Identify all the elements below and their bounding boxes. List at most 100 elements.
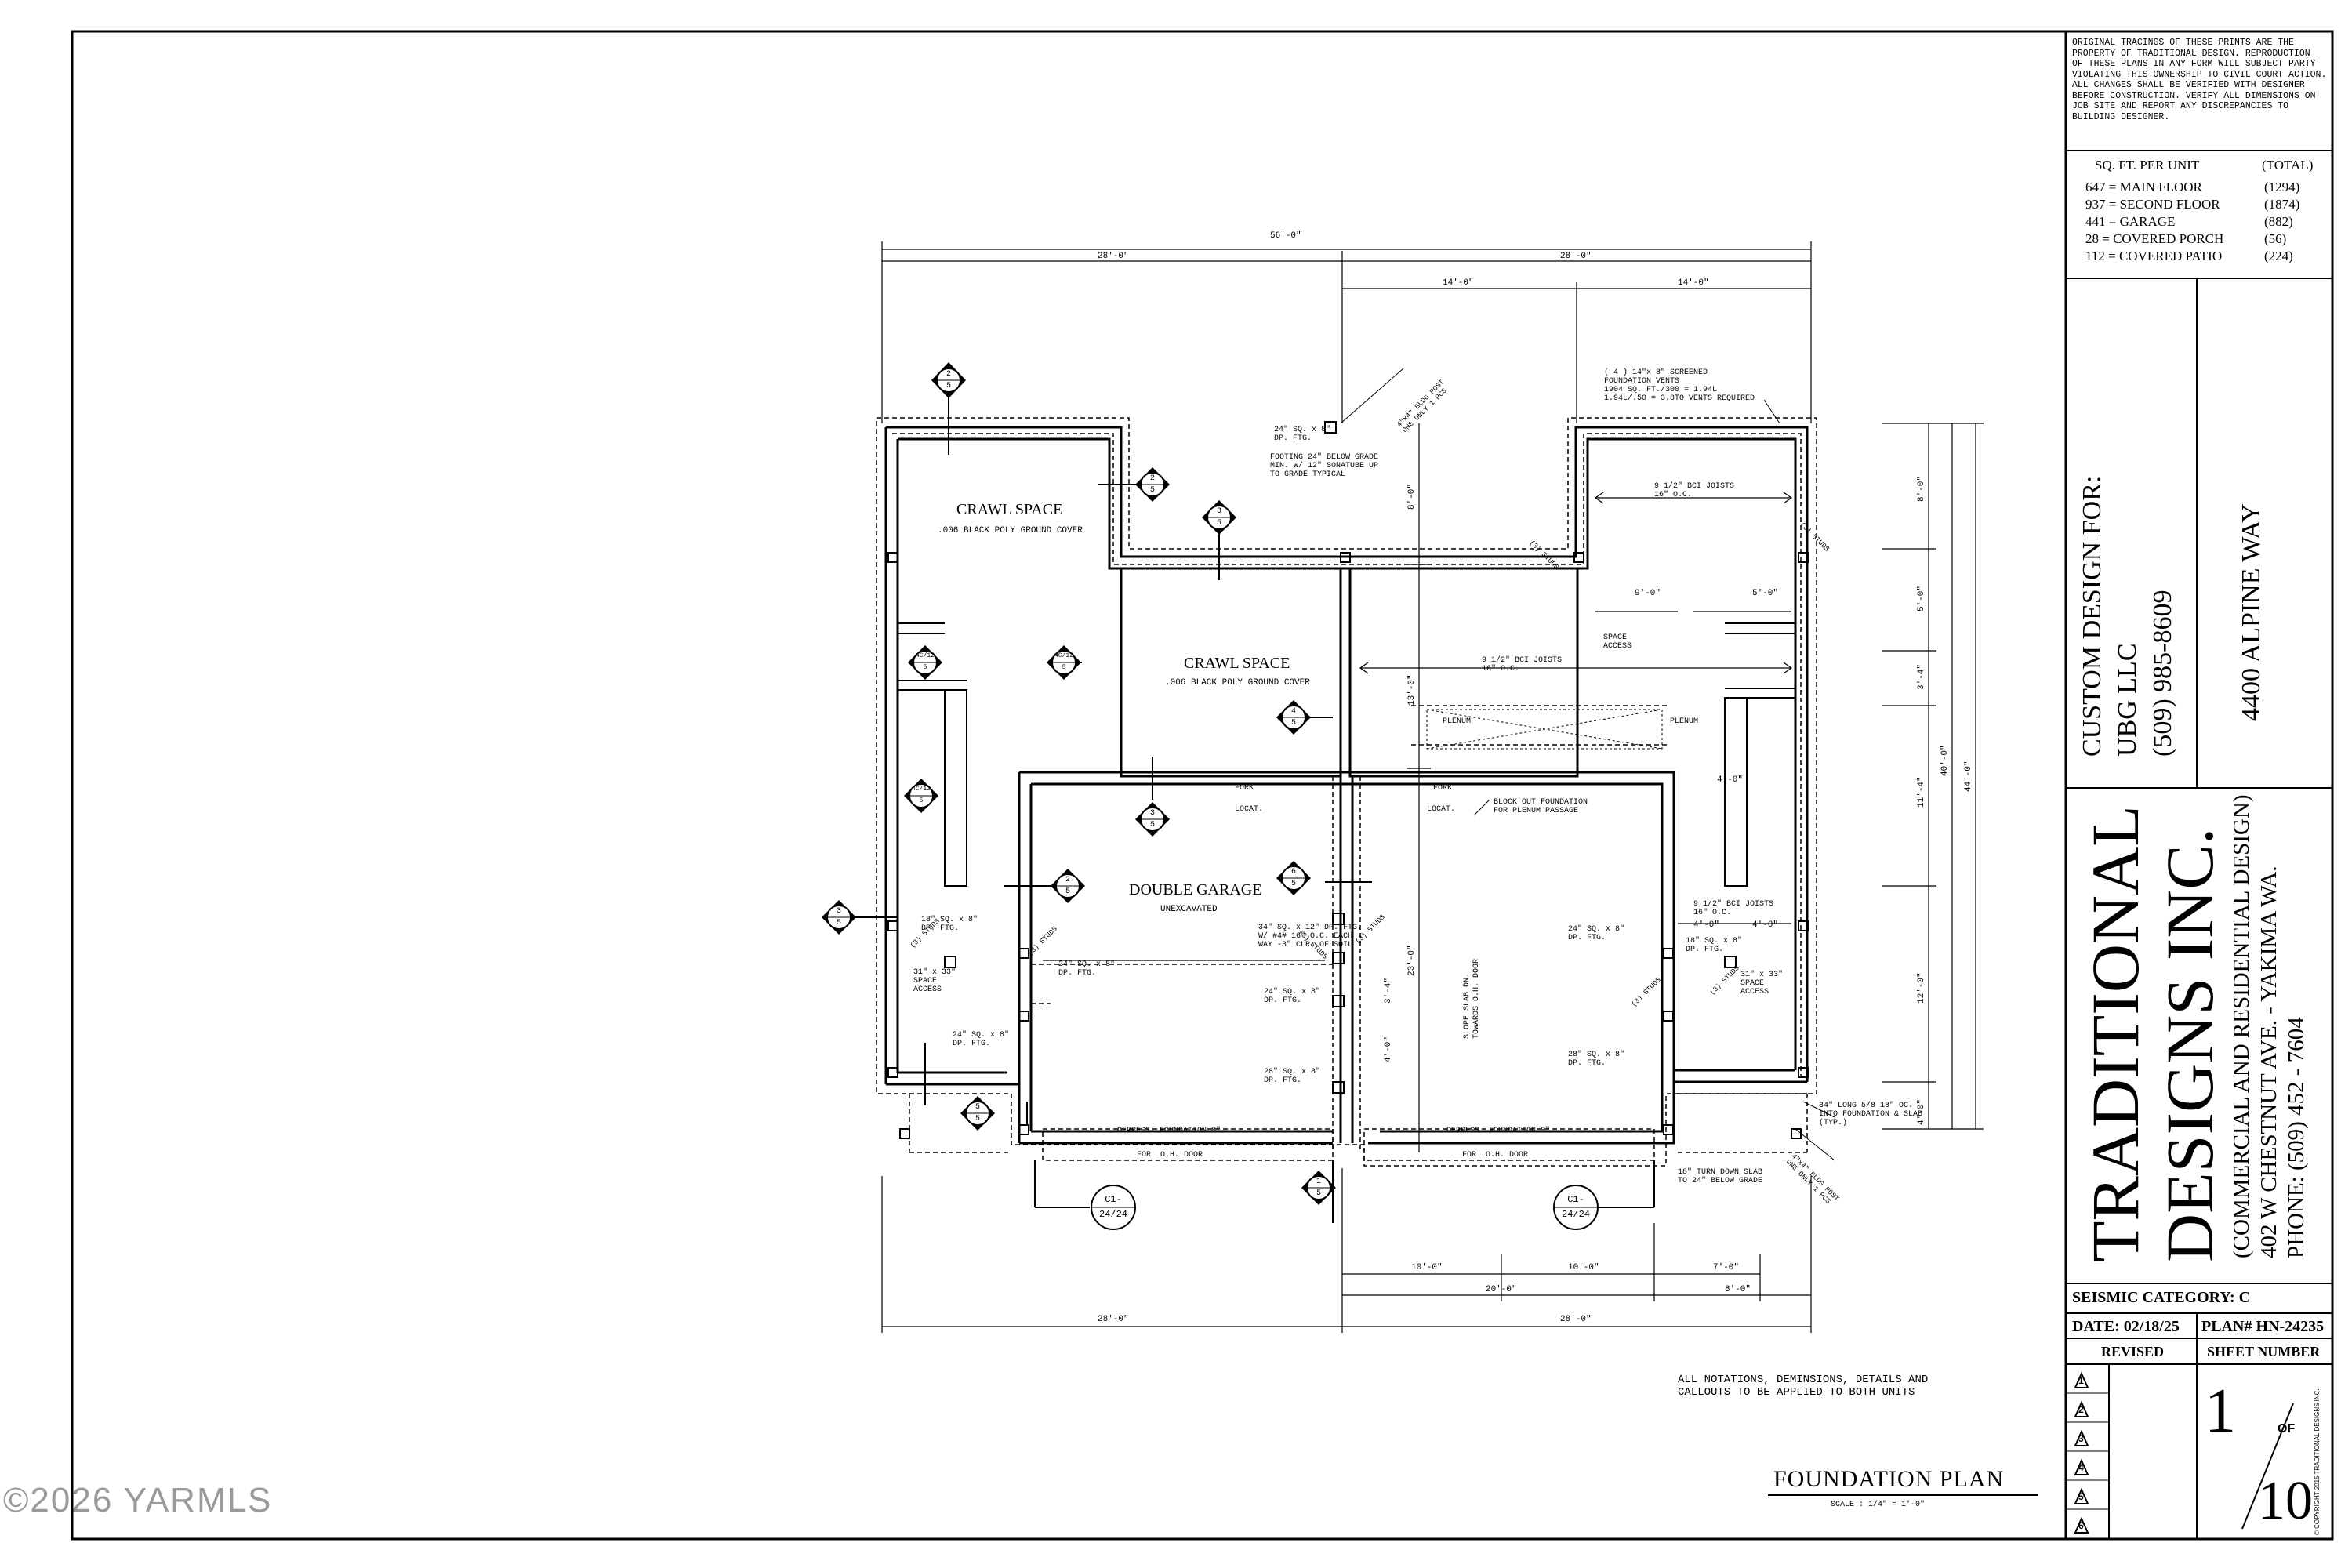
note-ftg24-right: 24" SQ. x 8" DP. FTG. xyxy=(1568,925,1625,942)
note-door-2: FOR O.H. DOOR xyxy=(1462,1151,1529,1160)
callout-bottom: 5 xyxy=(1149,486,1156,495)
sqft-row-label: 441 = GARAGE xyxy=(2085,214,2176,229)
callout-bottom: 5 xyxy=(1149,821,1156,829)
callout-top: C1- xyxy=(1105,1194,1122,1205)
sqft-row-label: 647 = MAIN FLOOR xyxy=(2085,180,2202,194)
note-access-right: 31" x 33" SPACE ACCESS xyxy=(1740,971,1784,996)
dim-right-5: 5'-0" xyxy=(1917,585,1926,612)
dim-r-4c: 4'-0" xyxy=(1752,920,1779,930)
dim-right-44: 44'-0" xyxy=(1964,760,1973,792)
plan-title: FOUNDATION PLAN xyxy=(1773,1466,2005,1492)
dim-bot-20: 20'-0" xyxy=(1486,1285,1517,1294)
dim-top-14a: 14'-0" xyxy=(1443,278,1474,288)
callout-top: 4C/12 xyxy=(1054,652,1074,659)
sqft-total-header: (TOTAL) xyxy=(2262,158,2314,172)
revision-number: 2 xyxy=(2078,1404,2084,1415)
dim-r-9: 9'-0" xyxy=(1635,589,1661,598)
dim-top-14b: 14'-0" xyxy=(1678,278,1709,288)
dim-bottom-right: 28'-0" xyxy=(1560,1315,1592,1324)
dim-r-5: 5'-0" xyxy=(1752,589,1779,598)
dim-top-left: 28'-0" xyxy=(1098,252,1129,261)
client-name: UBG LLC xyxy=(2113,643,2142,757)
note-ftg28-right: 28" SQ. x 8" DP. FTG. xyxy=(1568,1051,1625,1068)
callout-bottom: 24/24 xyxy=(1098,1209,1128,1220)
footings xyxy=(887,421,1809,1139)
copyright-text: © COPYRIGHT 2015 TRADITIONAL DESIGNS INC… xyxy=(2314,1388,2321,1535)
callout-bottom: 5 xyxy=(836,919,842,927)
sheet-total: 10 xyxy=(2258,1471,2313,1531)
note-locat-2: LOCAT. xyxy=(1427,805,1456,814)
dim-right-34: 3'-4" xyxy=(1917,663,1926,690)
note-ftg24-left: 24" SQ. x 8" DP. FTG. xyxy=(1058,960,1116,978)
callout-bottom: 5 xyxy=(1316,1189,1322,1198)
revision-number: 6 xyxy=(2078,1520,2084,1531)
note-footing-below-grade: FOOTING 24" BELOW GRADE MIN. W/ 12" SONA… xyxy=(1270,453,1379,479)
note-access-left: 31" x 33" SPACE ACCESS xyxy=(913,968,956,994)
callout-bottom: 5 xyxy=(975,1115,981,1123)
plan-scale: SCALE : 1/4" = 1'-0" xyxy=(1831,1501,1926,1509)
project-address: 4400 ALPINE WAY xyxy=(2237,503,2266,721)
disclaimer-text: ORIGINAL TRACINGS OF THESE PRINTS ARE TH… xyxy=(2072,38,2327,122)
footing-outline xyxy=(876,417,1817,1167)
note-door-1: FOR O.H. DOOR xyxy=(1137,1151,1203,1160)
dim-mid-4: 4'-0" xyxy=(1384,1036,1393,1062)
sqft-row-label: 28 = COVERED PORCH xyxy=(2085,231,2224,246)
callout-bottom: 5 xyxy=(1290,880,1297,888)
note-ftg24-mid: 24" SQ. x 8" DP. FTG. xyxy=(1264,988,1321,1005)
dimension-lines xyxy=(881,241,1984,1333)
dim-right-40: 40'-0" xyxy=(1940,745,1950,776)
callout-top: 3 xyxy=(836,907,842,916)
revision-number: 5 xyxy=(2078,1491,2084,1502)
callout-bottom: 5 xyxy=(946,382,952,390)
dim-right-11: 11'-4" xyxy=(1917,776,1926,808)
ground-cover-note-2: .006 BLACK POLY GROUND COVER xyxy=(1165,678,1310,688)
revised-label: REVISED xyxy=(2101,1344,2165,1359)
callout-top: 4C/12 xyxy=(911,786,931,793)
room-crawl-space-1: CRAWL SPACE xyxy=(956,501,1063,518)
callout-top: 4 xyxy=(1290,707,1297,716)
note-fork-2: FORK xyxy=(1433,784,1453,793)
sheet-border xyxy=(71,30,2334,1541)
note-vents: ( 4 ) 14"x 8" SCREENED FOUNDATION VENTS … xyxy=(1604,368,1755,403)
callout-top: 2 xyxy=(1065,876,1071,884)
dim-top-right: 28'-0" xyxy=(1560,252,1592,261)
note-pier-footing: 34" SQ. x 12" DP. FTG. W/ #4# 16" O.C. E… xyxy=(1258,924,1363,949)
sqft-header: SQ. FT. PER UNIT xyxy=(2095,158,2200,172)
revision-number: 4 xyxy=(2078,1462,2084,1473)
plan-date: DATE: 02/18/25 xyxy=(2072,1318,2180,1335)
note-ftg24-left-2: 24" SQ. x 8" DP. FTG. xyxy=(953,1031,1010,1048)
note-slope-slab: SLOPE SLAB DN. TOWARDS O.H. DOOR xyxy=(1463,958,1481,1039)
revision-number: 1 xyxy=(2078,1375,2084,1386)
plan-number: PLAN# HN-24235 xyxy=(2201,1318,2325,1335)
sqft-row-total: (224) xyxy=(2264,249,2293,263)
dim-mid-23: 23'-0" xyxy=(1407,945,1417,976)
general-note: ALL NOTATIONS, DEMINSIONS, DETAILS AND C… xyxy=(1678,1374,1929,1399)
dim-bot-10b: 10'-0" xyxy=(1568,1263,1599,1272)
dim-bot-8: 8'-0" xyxy=(1725,1285,1751,1294)
custom-design-label: CUSTOM DESIGN FOR: xyxy=(2078,475,2107,757)
note-anchor-bolts: 34" LONG 5/8 18" OC. INTO FOUNDATION & S… xyxy=(1819,1102,1923,1127)
sqft-row-label: 112 = COVERED PATIO xyxy=(2085,249,2223,263)
sheet-current: 1 xyxy=(2205,1377,2236,1446)
callout-bottom: 5 xyxy=(1065,887,1071,896)
dim-mid-34: 3'-4" xyxy=(1384,977,1393,1004)
section-callouts xyxy=(822,362,1599,1230)
callout-top: 3 xyxy=(1149,809,1156,818)
room-double-garage: DOUBLE GARAGE xyxy=(1129,881,1262,898)
firm-name-line1: TRADITIONAL xyxy=(2078,805,2153,1262)
note-joists-1: 9 1/2" BCI JOISTS 16" O.C. xyxy=(1654,482,1735,499)
dim-right-8: 8'-0" xyxy=(1917,475,1926,502)
note-depress-2: DEPRESS FOUNDATION 8" xyxy=(1446,1127,1551,1135)
callout-top: 6 xyxy=(1290,868,1297,877)
note-space-access-1: SPACE ACCESS xyxy=(1603,633,1632,651)
dim-bot-10a: 10'-0" xyxy=(1411,1263,1443,1272)
firm-subtitle: (COMMERCIAL AND RESIDENTIAL DESIGN) xyxy=(2229,794,2254,1258)
note-locat-1: LOCAT. xyxy=(1235,805,1264,814)
callout-top: 5 xyxy=(975,1103,981,1112)
unexcavated-note: UNEXCAVATED xyxy=(1160,905,1218,914)
dim-r-4a: 4'-0" xyxy=(1717,775,1744,785)
firm-address: 402 W CHESTNUT AVE. - YAKIMA WA. xyxy=(2256,866,2281,1258)
dim-mid-13: 13'-0" xyxy=(1407,674,1417,706)
